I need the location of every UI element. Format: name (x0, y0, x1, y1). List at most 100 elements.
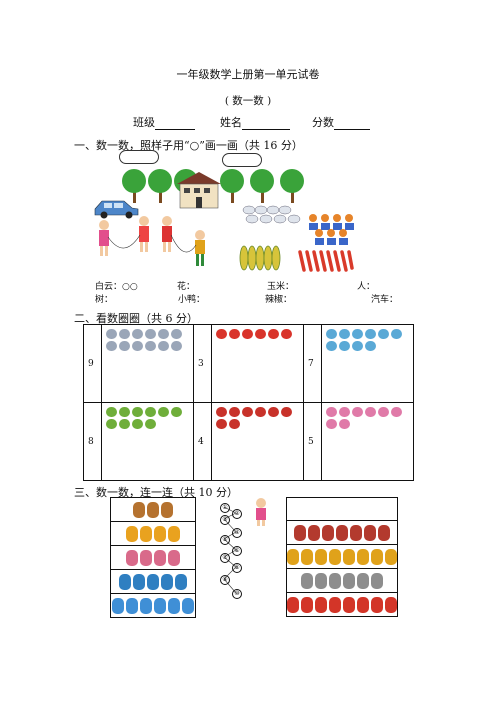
duck-icon (106, 329, 118, 339)
blue-bird-icon (140, 597, 152, 614)
pink-bird-icon (378, 407, 390, 417)
score-blank[interactable] (334, 118, 370, 130)
pink-bird-icon (326, 419, 338, 429)
apple-icon (287, 596, 299, 613)
apple-icon (371, 596, 383, 613)
car-icon (94, 200, 139, 219)
scene-illustration (92, 150, 412, 278)
chain-number[interactable]: ⑦ (220, 553, 230, 563)
chili-icon (298, 250, 354, 272)
section2-heading: 二、看数圈圈（共 6 分） (74, 312, 198, 325)
empty-cell (286, 497, 398, 521)
cloud-icon (222, 153, 262, 167)
chain-number[interactable]: ⑩ (232, 589, 242, 599)
score-field: 分数 (312, 114, 370, 130)
teapot-cups-icon (378, 524, 390, 541)
chain-number[interactable]: ② (232, 509, 242, 519)
chain-number[interactable]: ① (220, 503, 230, 513)
cup-icon (343, 548, 355, 565)
parrot-icon (106, 419, 118, 429)
strawberry-icon (229, 407, 241, 417)
section1-heading: 一、数一数，照样子用“○”画一画（共 16 分） (74, 139, 303, 152)
value-cloud[interactable]: ○○ (122, 282, 138, 292)
parrot-icon (158, 407, 170, 417)
apple-icon (343, 596, 355, 613)
apple-icon (329, 596, 341, 613)
name-field: 姓名 (220, 114, 290, 130)
trees-right-icon (220, 169, 304, 203)
apple-icon (357, 596, 369, 613)
cup-icon (385, 548, 397, 565)
chain-number[interactable]: ⑤ (220, 535, 230, 545)
blue-bird-icon (154, 597, 166, 614)
page-subtitle: ( 数一数 ) (224, 95, 272, 107)
parrot-icon (106, 407, 118, 417)
cell-icons[interactable] (101, 402, 194, 481)
section3-heading: 三、数一数，连一连（共 10 分） (74, 486, 238, 499)
cell-icons[interactable] (211, 324, 304, 403)
penguin-icon (147, 573, 159, 590)
flower-pots-icon (309, 214, 354, 245)
monkey-icon (161, 501, 173, 518)
cloud-icon (119, 150, 159, 164)
strawberry-icon (229, 419, 241, 429)
page-title: 一年级数学上册第一单元试卷 (176, 68, 320, 81)
strawberry-icon (216, 419, 228, 429)
chain-number[interactable]: ③ (220, 515, 230, 525)
duck-icon (171, 329, 183, 339)
name-blank[interactable] (242, 118, 290, 130)
chain-number[interactable]: ⑥ (232, 546, 242, 556)
ducks-icon (242, 205, 301, 224)
duck-icon (171, 341, 183, 351)
apple-icon (229, 329, 241, 339)
ostrich-icon (126, 549, 138, 566)
chain-number[interactable]: ⑨ (220, 575, 230, 585)
chain-number[interactable]: ⑧ (232, 563, 242, 573)
apple-icon (315, 596, 327, 613)
teapot-cups-icon (322, 524, 334, 541)
class-field: 班级 (133, 114, 195, 130)
strawberry-icon (216, 407, 228, 417)
strawberry-icon (255, 407, 267, 417)
penguin-icon (133, 573, 145, 590)
children-icon (99, 216, 205, 266)
bird-icon (326, 329, 338, 339)
blue-bird-icon (182, 597, 194, 614)
score-label: 分数 (312, 116, 334, 129)
teapot-cups-icon (364, 524, 376, 541)
cell-icons[interactable] (211, 402, 304, 481)
strawberry-icon (268, 407, 280, 417)
cell-number: 5 (302, 402, 323, 481)
apple-icon (301, 596, 313, 613)
rooster-icon (168, 525, 180, 542)
class-blank[interactable] (155, 118, 195, 130)
bird-icon (352, 329, 364, 339)
pink-bird-icon (339, 407, 351, 417)
penguin-icon (119, 573, 131, 590)
bird-icon (339, 329, 351, 339)
monkey-icon (133, 501, 145, 518)
duck-icon (145, 329, 157, 339)
parrot-icon (171, 407, 183, 417)
blue-bird-icon (168, 597, 180, 614)
duck-icon (145, 341, 157, 351)
parrot-icon (119, 407, 131, 417)
cell-number: 3 (192, 324, 213, 403)
cup-icon (329, 548, 341, 565)
penguin-icon (175, 573, 187, 590)
label-corn: 玉米： (267, 282, 295, 292)
cell-icons[interactable] (321, 402, 414, 481)
cell-icons[interactable] (101, 324, 194, 403)
cell-icons[interactable] (321, 324, 414, 403)
rooster-icon (154, 525, 166, 542)
penguin-icon (161, 573, 173, 590)
duck-icon (158, 341, 170, 351)
teapot-cups-icon (350, 524, 362, 541)
corn-icon (239, 245, 281, 271)
parrot-icon (145, 419, 157, 429)
duck-icon (132, 329, 144, 339)
cell-number: 8 (82, 402, 103, 481)
duck-icon (119, 341, 131, 351)
chain-number[interactable]: ④ (232, 528, 242, 538)
